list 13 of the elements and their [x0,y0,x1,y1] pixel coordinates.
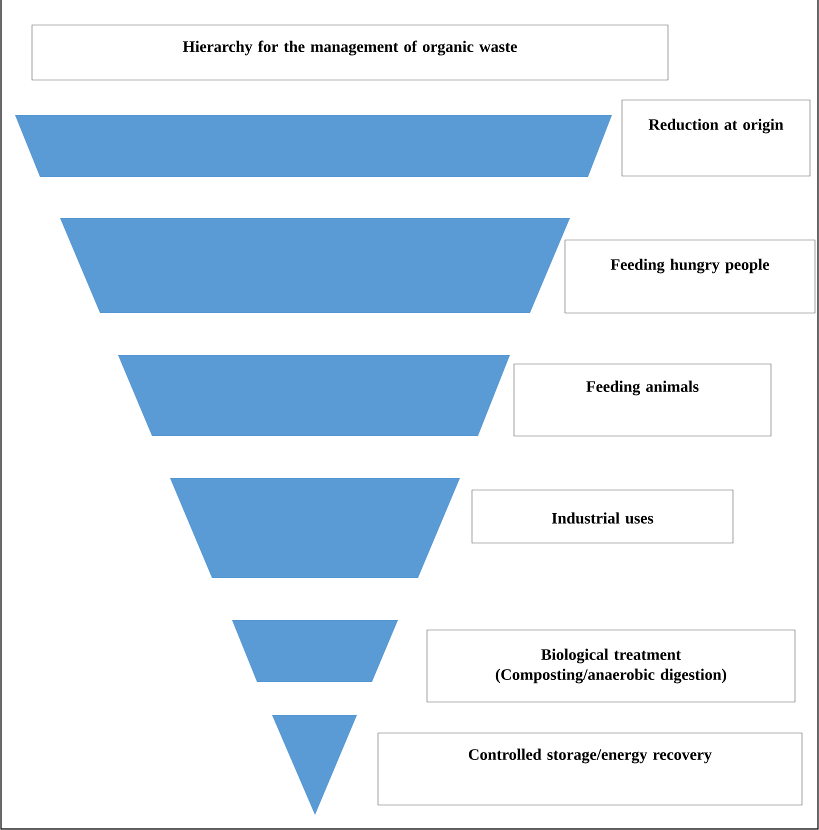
trapezoid [60,218,570,313]
label-box: Controlled storage/energy recovery [378,732,802,806]
trapezoid [232,620,398,682]
label-box: Hierarchy for the management of organic waste [32,24,668,80]
label-box: Feeding hungry people [564,240,816,314]
label-box: Industrial uses [472,490,734,544]
label-box: Biological treatment (Composting/anaerobic digestion) [426,630,796,702]
label-box: Feeding animals [514,364,772,436]
label-box: Reduction at origin [622,100,810,176]
trapezoid [15,115,612,177]
trapezoid [118,355,510,436]
trapezoid [170,478,460,578]
triangle [272,715,357,815]
